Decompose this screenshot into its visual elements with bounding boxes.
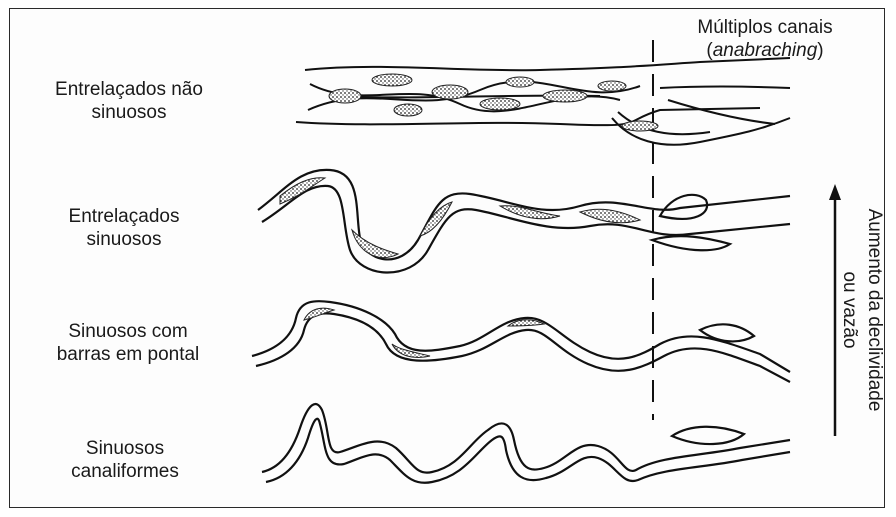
anabranching-label: Múltiplos canais (anabraching) xyxy=(660,16,870,62)
label-meander-pointbar-line2: barras em pontal xyxy=(20,343,236,366)
label-braided-sinuous-line2: sinuosos xyxy=(34,228,214,251)
meander-pointbar-river xyxy=(252,301,790,382)
label-braided-straight: Entrelaçados não sinuosos xyxy=(24,78,234,124)
braided-straight-river xyxy=(296,58,790,145)
meander-channel-river xyxy=(262,404,790,483)
label-braided-straight-line2: sinuosos xyxy=(24,101,234,124)
label-meander-pointbar-line1: Sinuosos com xyxy=(20,320,236,343)
gradient-axis-line2: ou vazão xyxy=(837,180,862,440)
label-meander-channel: Sinuosos canaliformes xyxy=(40,437,210,483)
label-braided-straight-line1: Entrelaçados não xyxy=(24,78,234,101)
label-meander-pointbar: Sinuosos com barras em pontal xyxy=(20,320,236,366)
gradient-axis-line1: Aumento da declividade xyxy=(862,180,887,440)
anabranching-term: anabraching xyxy=(713,40,818,61)
label-meander-channel-line2: canaliformes xyxy=(40,460,210,483)
label-braided-sinuous-line1: Entrelaçados xyxy=(34,205,214,228)
braided-sinuous-river xyxy=(258,170,790,273)
label-meander-channel-line1: Sinuosos xyxy=(40,437,210,460)
gradient-axis-label: Aumento da declividade ou vazão xyxy=(833,180,887,440)
label-braided-sinuous: Entrelaçados sinuosos xyxy=(34,205,214,251)
anabranching-line2: (anabraching) xyxy=(660,39,870,62)
anabranching-line1: Múltiplos canais xyxy=(660,16,870,39)
